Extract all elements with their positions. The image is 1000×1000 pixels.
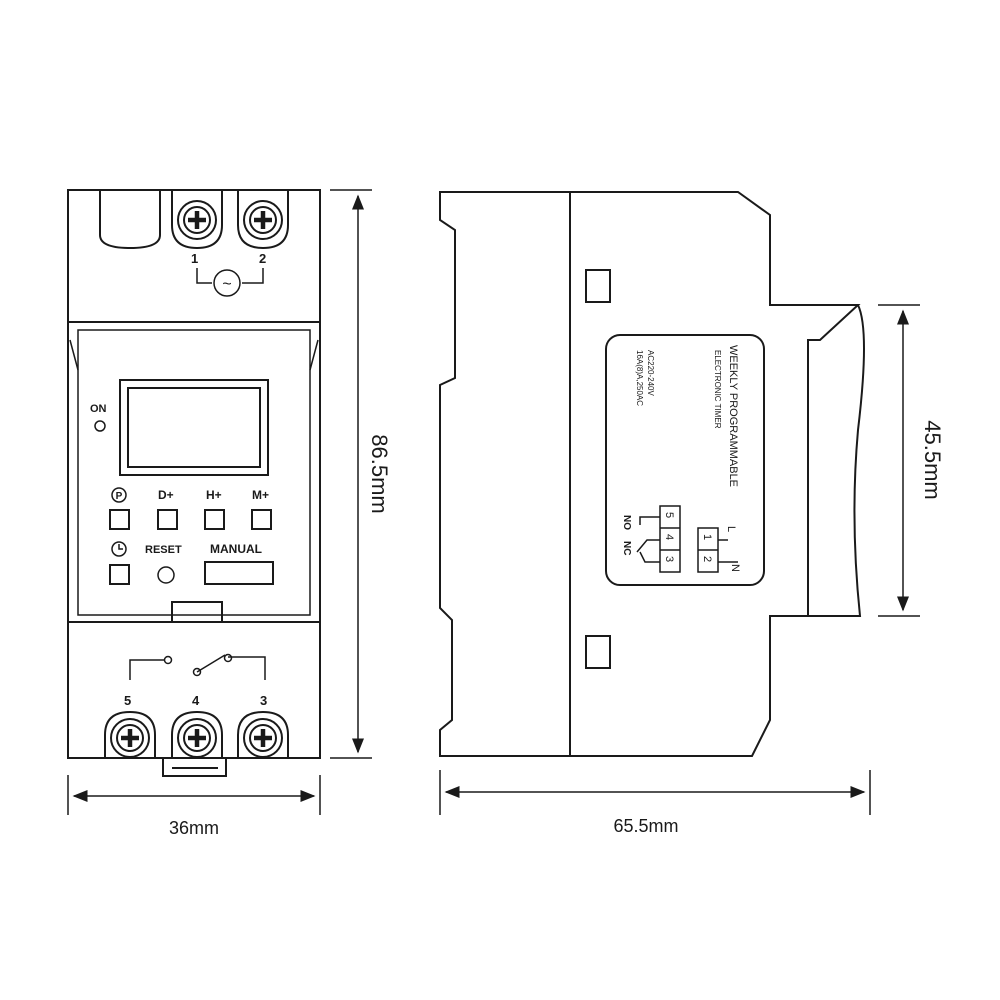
terminal-2-label: 2 <box>259 251 266 266</box>
depth-dimension: 65.5mm <box>439 770 871 836</box>
on-led <box>94 420 106 432</box>
minute-label: M+ <box>252 488 269 502</box>
side-outline <box>439 191 861 757</box>
din-clip <box>162 758 227 777</box>
manual-button[interactable] <box>204 561 274 585</box>
svg-text:1: 1 <box>701 534 713 540</box>
bottom-screw-5 <box>104 710 156 758</box>
hour-button[interactable] <box>204 509 225 530</box>
front-cover <box>67 321 321 623</box>
day-label: D+ <box>158 488 174 502</box>
reset-button[interactable] <box>157 566 175 584</box>
top-slot <box>99 190 161 250</box>
terminal-1-label: 1 <box>191 251 198 266</box>
terminal-5-label: 5 <box>124 693 131 708</box>
input-terminal-block: 1 2 L N <box>697 526 741 573</box>
clock-button[interactable] <box>109 564 130 585</box>
reset-label: RESET <box>145 544 182 556</box>
svg-text:3: 3 <box>663 556 675 562</box>
hour-label: H+ <box>206 488 222 502</box>
rail-height-dimension: 45.5mm <box>878 304 945 617</box>
bottom-screw-3 <box>237 710 289 758</box>
program-button[interactable] <box>109 509 130 530</box>
label-l: L <box>725 526 737 532</box>
relay-contact-lines <box>129 656 266 680</box>
svg-text:2: 2 <box>701 556 713 562</box>
top-screw-2 <box>237 190 289 250</box>
label-nc: NC <box>621 541 632 555</box>
din-rail-clip <box>808 304 865 617</box>
svg-text:P: P <box>116 491 123 502</box>
label-voltage: AC220-240V <box>646 350 655 396</box>
label-subtitle: ELECTRONIC TIMER <box>713 350 722 429</box>
bottom-screw-4 <box>171 710 223 758</box>
day-button[interactable] <box>157 509 178 530</box>
front-view: 1 2 ~ ON P D+ H+ M+ RESET MANUAL <box>67 189 321 777</box>
depth-label: 65.5mm <box>613 816 678 836</box>
terminal-3-label: 3 <box>260 693 267 708</box>
rail-height-label: 45.5mm <box>920 420 945 499</box>
clock-icon <box>111 541 127 557</box>
vent-top <box>585 269 611 303</box>
ac-symbol <box>213 269 241 297</box>
label-no: NO <box>621 515 632 530</box>
top-screw-1 <box>171 190 223 250</box>
lcd-display <box>119 379 269 476</box>
program-icon <box>111 487 127 503</box>
vent-bottom <box>585 635 611 669</box>
side-view: WEEKLY PROGRAMMABLE ELECTRONIC TIMER AC2… <box>439 191 865 757</box>
width-dimension: 36mm <box>67 775 321 838</box>
svg-text:4: 4 <box>663 534 675 540</box>
terminal-4-label: 4 <box>192 693 200 708</box>
label-rating: 16A(8)A,250AC <box>635 350 644 406</box>
label-title: WEEKLY PROGRAMMABLE <box>727 345 739 487</box>
cover-latch <box>171 601 223 623</box>
width-label: 36mm <box>169 818 219 838</box>
ac-symbol-label: ~ <box>222 276 231 293</box>
on-label: ON <box>90 403 107 415</box>
manual-label: MANUAL <box>210 542 262 556</box>
svg-text:5: 5 <box>663 512 675 518</box>
height-label: 86.5mm <box>367 434 392 513</box>
minute-button[interactable] <box>251 509 272 530</box>
product-label <box>605 334 765 586</box>
height-dimension: 86.5mm <box>330 189 392 759</box>
label-n: N <box>729 564 741 572</box>
output-terminal-block: 5 4 3 NO NC <box>621 505 681 573</box>
